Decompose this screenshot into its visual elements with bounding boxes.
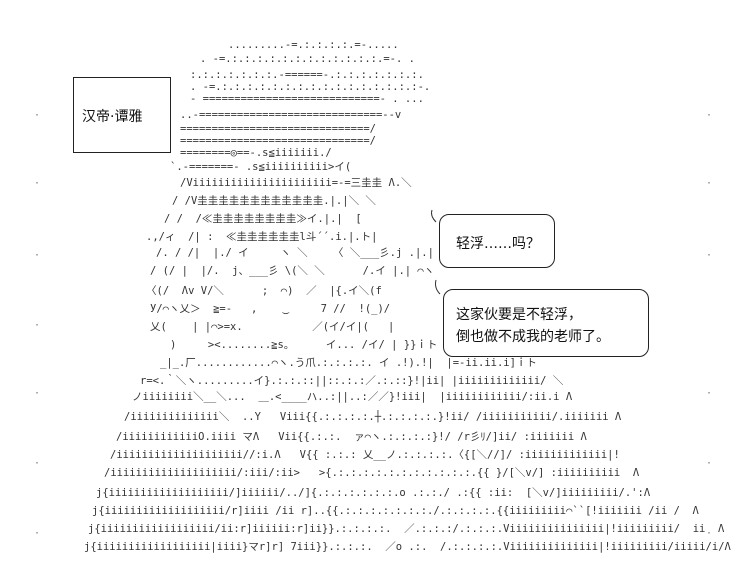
svg-text:_|_.厂............⌒ヽ.う爪.:.:.:.:: _|_.厂............⌒ヽ.う爪.:.:.:.:. イ .!).!|… (160, 357, 537, 369)
margin-dot: · (706, 110, 713, 121)
svg-text:.........-=.:.:.:.:.=-.....: .........-=.:.:.:.:.=-..... (228, 39, 399, 51)
speech-bubble-1: 轻浮……吗？ (439, 214, 555, 268)
svg-text:========◎==-.s≦iiiiiii./: ========◎==-.s≦iiiiiii./ (180, 147, 332, 159)
speech-bubble-2-line-2: 倒也做不成我的老师了。 (456, 329, 610, 345)
margin-dot: · (706, 388, 713, 399)
margin-dot: · (34, 178, 41, 189)
svg-text:j{iiiiiiiiiiiiiiiiii|iiii}マr]r: j{iiiiiiiiiiiiiiiiii|iiii}マr]r] 7iii}}.:… (84, 541, 732, 553)
svg-text:/iiiiiiiiiiiiO.iiii マΛ Vii{{: /iiiiiiiiiiiiO.iiii マΛ Vii{{.:.:. ァ⌒ヽ.:.… (116, 431, 587, 443)
svg-text:- ============================: - ============================- . ... (190, 93, 424, 105)
speech-bubble-2: 这家伙要是不轻浮， 倒也做不成我的老师了。 (443, 289, 649, 357)
svg-text:.,/ィ /| : ≪圭圭圭圭圭圭l斗´´.i.|.ト|: .,/ィ /| : ≪圭圭圭圭圭圭l斗´´.i.|.ト| (146, 230, 377, 243)
svg-text:/ /V圭圭圭圭圭圭圭圭圭圭圭圭.|.|＼ ＼: / /V圭圭圭圭圭圭圭圭圭圭圭圭.|.|＼ ＼ (172, 194, 376, 207)
margin-dot: · (706, 458, 713, 469)
svg-text:/iiiiiiiiiiiiiiiiiiii//:i.Λ: /iiiiiiiiiiiiiiiiiiii//:i.Λ V{{ :.:.: 乂_… (110, 449, 620, 461)
svg-text:/iiiiiiiiiiiiiiiiiiii/:iii/:ii: /iiiiiiiiiiiiiiiiiiii/:iii/:ii> >{.:.:.:… (104, 467, 640, 479)
speech-bubble-2-line-1: 这家伙要是不轻浮， (456, 307, 582, 323)
svg-text:/ / /≪圭圭圭圭圭圭圭圭≫イ.|.| [: / / /≪圭圭圭圭圭圭圭圭≫イ.|.| [ (164, 212, 362, 225)
svg-text:..-===========================: ..-=============================--v (180, 109, 401, 121)
margin-dot: · (706, 178, 713, 189)
margin-dot: · (34, 528, 41, 539)
margin-dot: · (706, 528, 713, 539)
svg-text:j{iiiiiiiiiiiiiiiiii/ii:r]iiii: j{iiiiiiiiiiiiiiiiii/ii:r]iiiiii:r]ii}}.… (88, 523, 725, 535)
svg-text:/Viiiiiiiiiiiiiiiiiiiiii=-=三圭圭: /Viiiiiiiiiiiiiiiiiiiiii=-=三圭圭 Λ.＼ (180, 176, 412, 189)
svg-text:/. / /| |./ イ ヽ ＼ 〈 ＼_: /. / /| |./ イ ヽ ＼ 〈 ＼___彡.j .|.| 乂 (156, 247, 458, 259)
svg-text:==============================: ==============================/ (180, 123, 376, 135)
svg-text:乂( | |⌒>=x. ／(イ/イ: 乂( | |⌒>=x. ／(イ/イ|( | (150, 321, 394, 333)
svg-text:У/⌒ヽ乂＞ ≧=- , ‿ 7 //: У/⌒ヽ乂＞ ≧=- , ‿ 7 // !(_)/ (150, 303, 390, 315)
svg-text:/ (/ | |/. j、___彡 \(＼ ＼: / (/ | |/. j、___彡 \(＼ ＼ /.イ |.| ⌒ヽ (150, 265, 434, 277)
svg-text:`.-=======- .s≦iiiiiiiiii>イ(: `.-=======- .s≦iiiiiiiiii>イ( (170, 161, 351, 173)
speech-bubble-1-text: 轻浮……吗？ (456, 236, 540, 252)
svg-text:/iiiiiiiiiiiiii＼ ..Y Viii{{: /iiiiiiiiiiiiii＼ ..Y Viii{{.:.:.:.:.┼.:.… (124, 410, 622, 423)
svg-text:ノiiiiiiii＼__＼... ＿.<____ハ..:|: ノiiiiiiii＼__＼... ＿.<____ハ..:||..:／／}!iii… (132, 391, 573, 403)
svg-text:r=<.｀＼ヽ.........イ}.:.:.::||::.: r=<.｀＼ヽ.........イ}.:.:.::||::.:.:／.:.::}… (140, 373, 564, 387)
name-label: 汉帝·谭雅 (82, 109, 143, 125)
svg-text::.:.:.:.:.:.:.-======-.:.:.:.:: :.:.:.:.:.:.:.-======-.:.:.:.:.:.:.:. (190, 69, 424, 81)
svg-text:j{iiiiiiiiiiiiiiiiiii/r]iiii /: j{iiiiiiiiiiiiiiiiiii/r]iiii /ii r]..{{.… (92, 505, 700, 517)
margin-dot: · (34, 250, 41, 261)
name-box: 汉帝·谭雅 (73, 77, 171, 153)
svg-text:j{iiiiiiiiiiiiiiiiiii/]iiiiii/: j{iiiiiiiiiiiiiiiiiii/]iiiiii/../]{.:.:.… (96, 487, 651, 499)
margin-dot: · (34, 458, 41, 469)
svg-text:. -=.:.:.:.:.:.:.:.:.:.:.:.:.:: . -=.:.:.:.:.:.:.:.:.:.:.:.:.:.:.:.:-. (190, 81, 430, 93)
margin-dot: · (706, 250, 713, 261)
svg-text:〈(/ Λv V/＼ ; ⌒) ／ |{.: 〈(/ Λv V/＼ ; ⌒) ／ |{.イ＼(f (146, 285, 382, 297)
margin-dot: · (34, 388, 41, 399)
margin-dot: · (34, 110, 41, 121)
svg-text:. -=.:.:.:.:.:.:.:.:.:.:.:.:.=: . -=.:.:.:.:.:.:.:.:.:.:.:.:.=-. . (200, 53, 415, 65)
margin-dot: · (34, 320, 41, 331)
svg-text:==============================: ==============================/ (180, 135, 376, 147)
svg-text:) ><........≧s。 イ... /: ) ><........≧s。 イ... /イ/ | }}ｉト 乂 (170, 339, 455, 351)
